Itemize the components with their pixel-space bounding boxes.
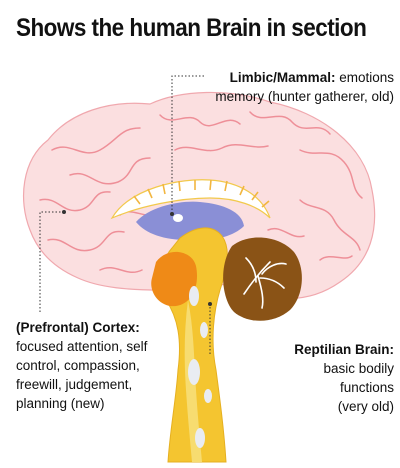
cerebellum-arbor [243,257,287,309]
limbic-label: Limbic/Mammal: emotions memory (hunter g… [204,68,394,106]
leader-cortex [39,211,64,312]
reptilian-desc-2: functions [339,380,394,395]
reptilian-heading: Reptilian Brain: [294,342,394,357]
limbic-center [173,214,183,222]
limbic-heading: Limbic/Mammal: [229,70,336,85]
corpus-callosum [110,179,271,220]
reptilian-desc-1: basic bodily [323,361,394,376]
midbrain-orange [151,251,198,307]
leader-limbic [171,75,204,214]
cortex-desc-4: planning (new) [16,396,105,411]
limbic-desc-2: memory (hunter gatherer, old) [215,89,394,104]
corpus-rays [133,179,270,208]
cortex-desc-3: freewill, judgement, [16,377,133,392]
limbic-system [136,201,244,241]
cortex-desc-2: control, compassion, [16,358,140,373]
diagram-title: Shows the human Brain in section [16,14,367,42]
cortex-heading: (Prefrontal) Cortex: [16,320,140,335]
leader-dots [62,210,212,306]
cortex-desc-1: focused attention, self [16,339,148,354]
reptilian-label: Reptilian Brain: basic bodily functions … [250,340,394,416]
leader-lines [39,75,211,354]
reptilian-desc-3: (very old) [337,399,394,414]
stem-nuclei [188,286,212,448]
limbic-desc-1: emotions [339,70,394,85]
cortex-label: (Prefrontal) Cortex: focused attention, … [16,318,176,413]
cerebellum [223,237,302,321]
